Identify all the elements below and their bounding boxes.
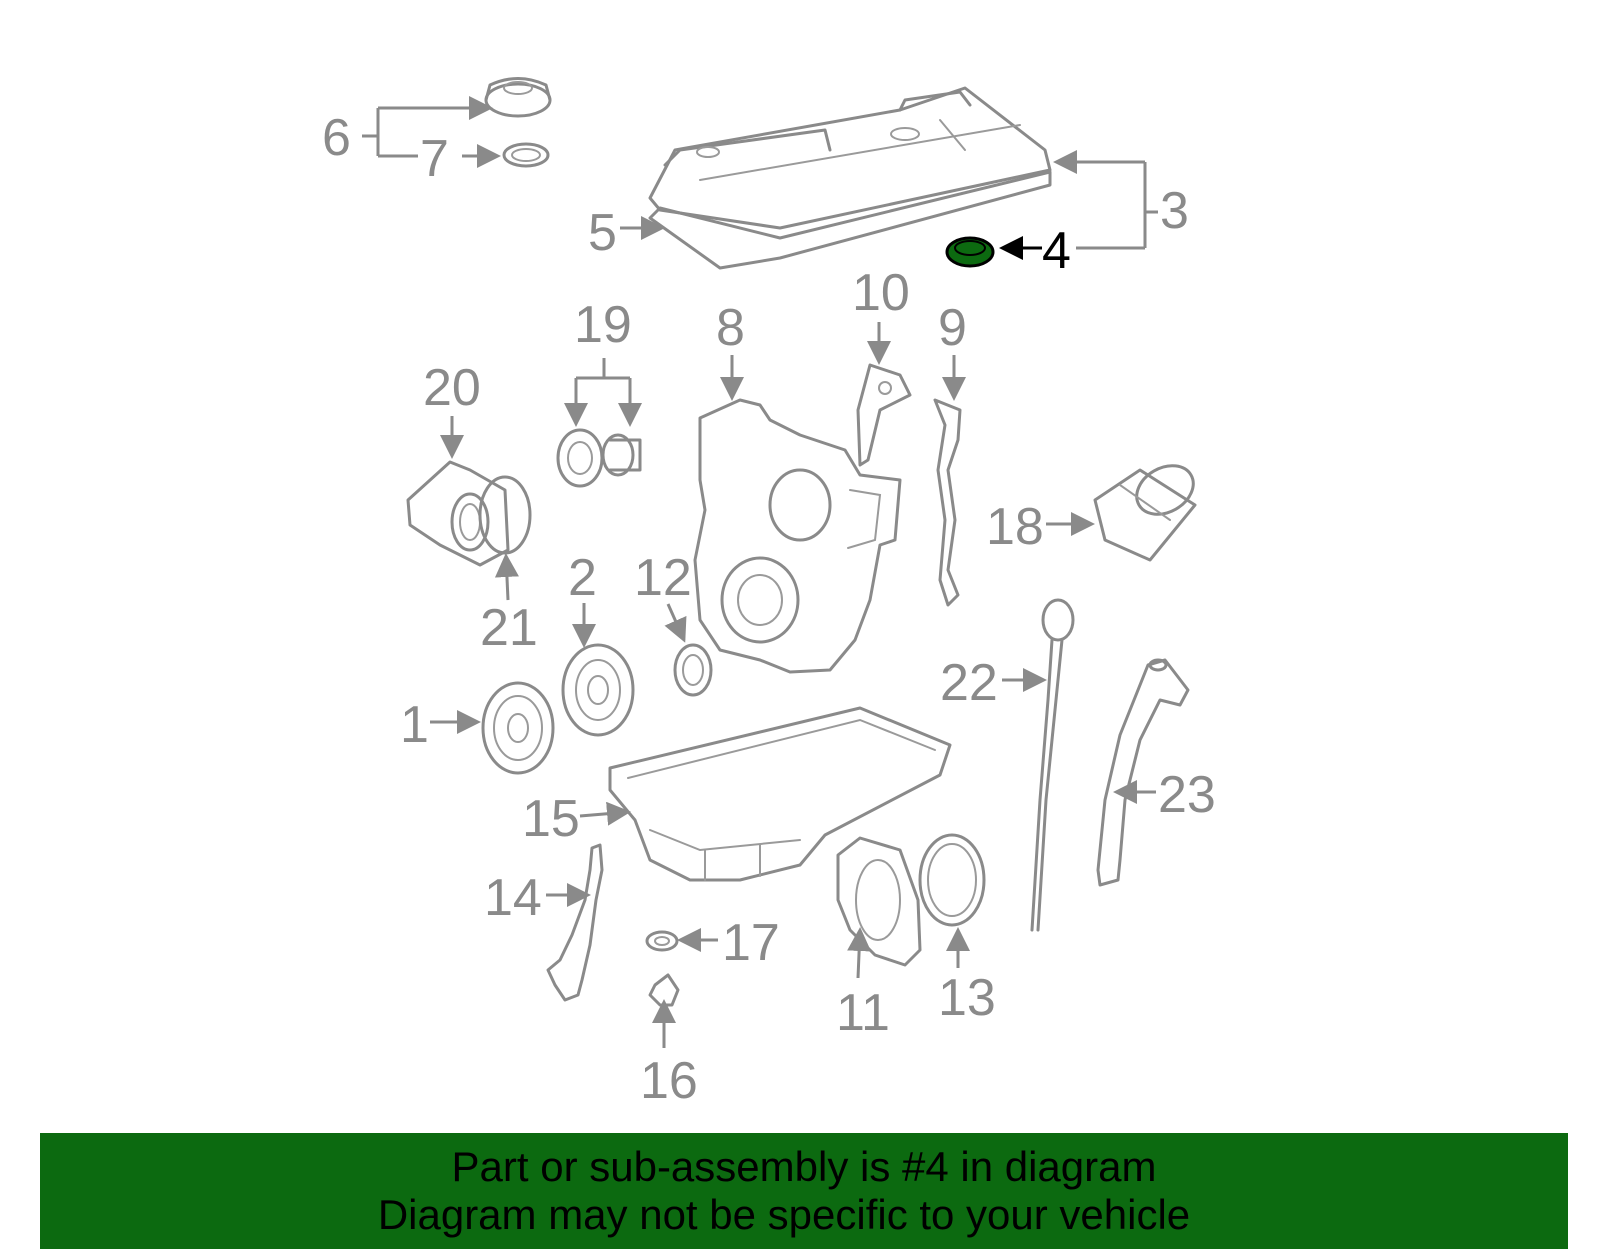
- callout-16: 16: [640, 1052, 698, 1110]
- callout-20: 20: [423, 359, 481, 417]
- crankshaft-pulley-part-2[interactable]: [561, 643, 635, 737]
- rear-main-seal-part-13[interactable]: [918, 833, 986, 927]
- callout-21: 21: [480, 599, 538, 657]
- callout-15: 15: [522, 790, 580, 848]
- banner-disclaimer: Diagram may not be specific to your vehi…: [377, 1191, 1191, 1238]
- rear-seal-retainer-part-11[interactable]: [836, 836, 922, 967]
- oil-pan-part-15[interactable]: [608, 706, 952, 882]
- cap-gasket-part-7[interactable]: [502, 142, 550, 168]
- oil-filler-cap-part-6[interactable]: [484, 77, 552, 118]
- leader-lines: [362, 108, 1158, 1048]
- callout-9: 9: [938, 299, 967, 357]
- sensor-part-14[interactable]: [546, 843, 604, 1002]
- callout-22: 22: [940, 654, 998, 712]
- callout-17: 17: [722, 914, 780, 972]
- callout-8: 8: [716, 299, 745, 357]
- callout-3: 3: [1160, 182, 1189, 240]
- water-pump-gasket-part-21[interactable]: [478, 475, 532, 555]
- gasket-part-16[interactable]: [648, 973, 680, 1007]
- callout-labels: 6 7 3 4 5 10 9 8 19 20 21 18 2 12 22 1 2…: [322, 109, 1216, 1110]
- callout-23: 23: [1158, 766, 1216, 824]
- banner-part-notice: Part or sub-assembly is #4 in diagram: [451, 1143, 1157, 1190]
- callout-18: 18: [986, 498, 1044, 556]
- oil-filter-part-18[interactable]: [1093, 456, 1202, 562]
- thermostat-part-19[interactable]: [556, 428, 642, 488]
- valve-cover-part-3[interactable]: [648, 86, 1052, 230]
- callout-1: 1: [400, 696, 429, 754]
- harmonic-balancer-part-1[interactable]: [481, 681, 555, 775]
- front-crank-seal-part-12[interactable]: [673, 643, 713, 697]
- callout-7: 7: [420, 130, 449, 188]
- callout-12: 12: [634, 549, 692, 607]
- callout-6: 6: [322, 109, 351, 167]
- callout-10: 10: [852, 264, 910, 322]
- callout-2: 2: [568, 549, 597, 607]
- info-banner: Part or sub-assembly is #4 in diagram Di…: [40, 1133, 1568, 1249]
- callout-19: 19: [574, 296, 632, 354]
- timing-cover-part-8[interactable]: [693, 398, 902, 674]
- water-pump-housing-part-20[interactable]: [406, 460, 510, 567]
- callout-5: 5: [588, 204, 617, 262]
- dipstick-part-22[interactable]: [1030, 598, 1075, 932]
- callout-4: 4: [1042, 222, 1071, 280]
- spark-plug-tube-seal-part-4[interactable]: [945, 236, 995, 268]
- callout-14: 14: [484, 869, 542, 927]
- drain-plug-washer-part-17[interactable]: [645, 930, 679, 952]
- callout-13: 13: [938, 969, 996, 1027]
- dipstick-tube-part-23[interactable]: [1096, 658, 1190, 887]
- callout-11: 11: [836, 984, 890, 1042]
- timing-cover-gasket-part-10[interactable]: [856, 363, 912, 467]
- timing-cover-gasket-part-9[interactable]: [933, 398, 962, 607]
